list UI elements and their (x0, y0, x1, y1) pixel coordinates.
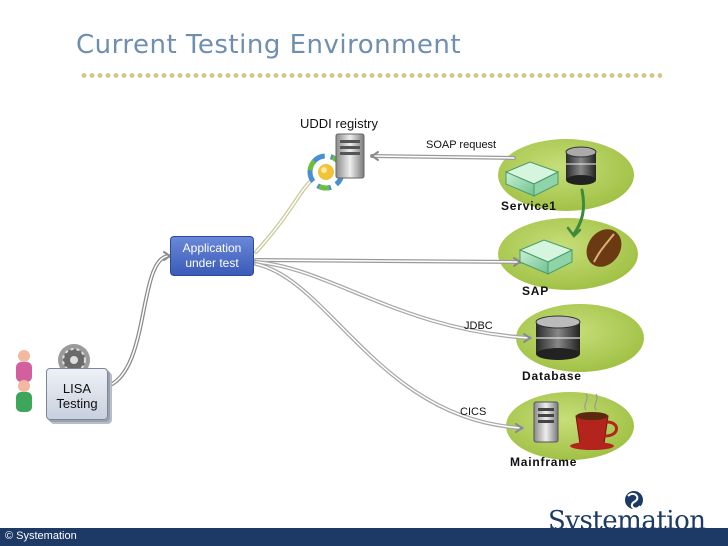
app-label-line2: under test (185, 256, 239, 270)
lisa-testing-box[interactable]: LISA Testing (46, 368, 108, 420)
service1-icon (504, 146, 597, 197)
mainframe-icon (533, 393, 618, 450)
footer-bar (0, 528, 728, 546)
lisa-label-line2: Testing (56, 396, 98, 411)
brand-tagline: Automated Enterprise Systems (552, 527, 695, 537)
soap-request-label: SOAP request (426, 139, 497, 151)
service1-label: Service1 (501, 199, 557, 213)
mainframe-label: Mainframe (510, 455, 578, 469)
title-divider (80, 72, 662, 79)
connector-service1-sap (572, 188, 586, 236)
jdbc-label: JDBC (464, 320, 493, 332)
database-label: Database (522, 369, 582, 383)
slide-title: Current Testing Environment (76, 30, 462, 60)
database-icon (535, 315, 581, 360)
uddi-registry-label: UDDI registry (300, 116, 379, 131)
app-label-line1: Application (182, 241, 242, 255)
lisa-label-line1: LISA (62, 381, 92, 396)
copyright-text: © Systemation (5, 530, 77, 542)
connector-app-mainframe (254, 262, 524, 430)
sap-icon (518, 229, 622, 275)
sap-label: SAP (522, 284, 550, 298)
application-under-test-box[interactable]: Application under test (170, 236, 254, 276)
cics-label: CICS (460, 406, 487, 418)
connector-lisa-app (106, 254, 170, 388)
brand-logo-text: Systemation (548, 506, 706, 536)
testers-icon (16, 350, 32, 412)
uddi-registry-icon (307, 133, 365, 191)
systemation-logo-icon (625, 491, 643, 510)
